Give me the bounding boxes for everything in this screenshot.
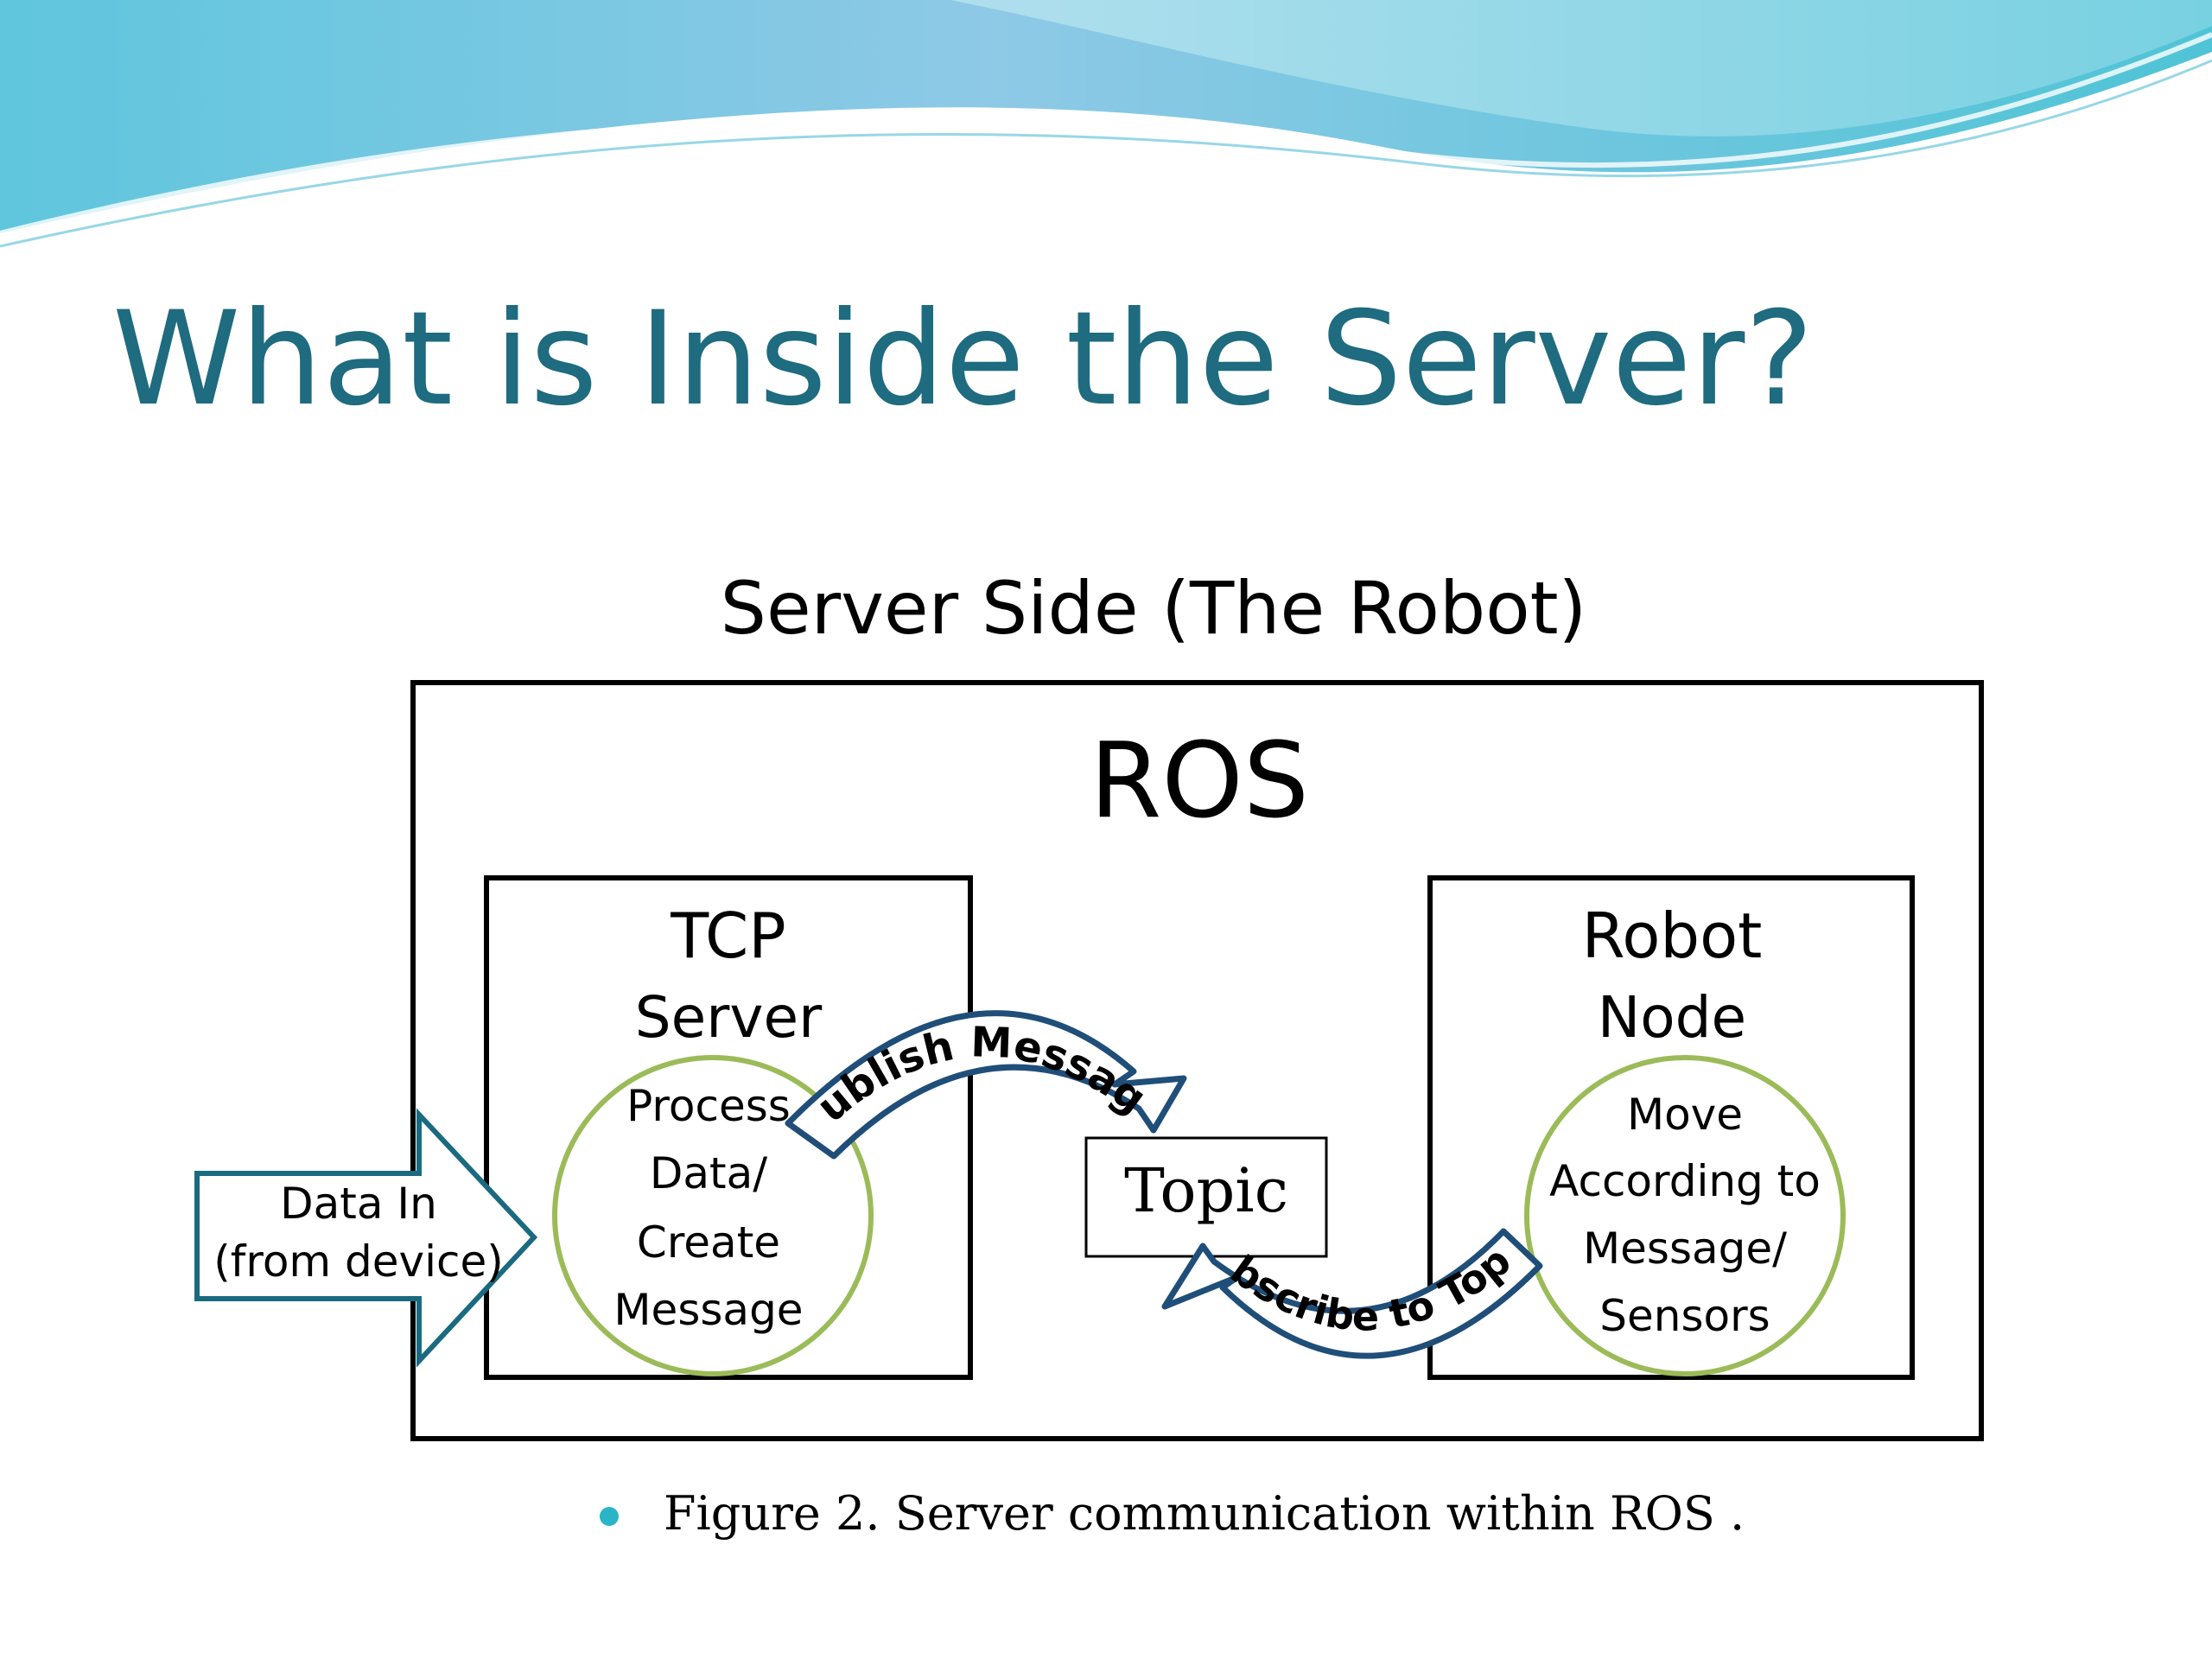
move-text-line: Message/: [1583, 1224, 1787, 1274]
data-in-arrow: Data In (from device): [194, 1108, 538, 1368]
figure-caption: Figure 2. Server communication within RO…: [664, 1486, 1745, 1541]
process-circle: [552, 1055, 874, 1376]
robot-node-title-line1: Robot: [1582, 899, 1763, 972]
process-text-line: Process: [626, 1081, 791, 1131]
process-text-line: Create: [637, 1217, 780, 1268]
move-text-line: According to: [1549, 1156, 1821, 1206]
robot-node-title-line2: Node: [1598, 984, 1746, 1051]
topic-box: [1084, 1136, 1328, 1258]
header-wave-decoration: [0, 0, 2212, 248]
move-text-line: Move: [1627, 1090, 1743, 1140]
move-text-line: Sensors: [1599, 1291, 1770, 1341]
move-circle: [1524, 1055, 1846, 1376]
process-text-line: Data/: [650, 1148, 767, 1198]
process-text-line: Message: [613, 1285, 803, 1335]
diagram-subtitle: Server Side (The Robot): [721, 566, 1587, 651]
ros-label: ROS: [1090, 721, 1309, 842]
topic-label: Topic: [1124, 1155, 1288, 1226]
slide-title: What is Inside the Server?: [112, 284, 1814, 435]
tcp-server-title-line2: Server: [635, 984, 823, 1051]
tcp-server-title-line1: TCP: [670, 899, 785, 972]
data-in-text-line: Data In: [280, 1179, 437, 1229]
data-in-text-line: (from device): [213, 1236, 504, 1287]
caption-bullet-icon: [600, 1507, 619, 1526]
